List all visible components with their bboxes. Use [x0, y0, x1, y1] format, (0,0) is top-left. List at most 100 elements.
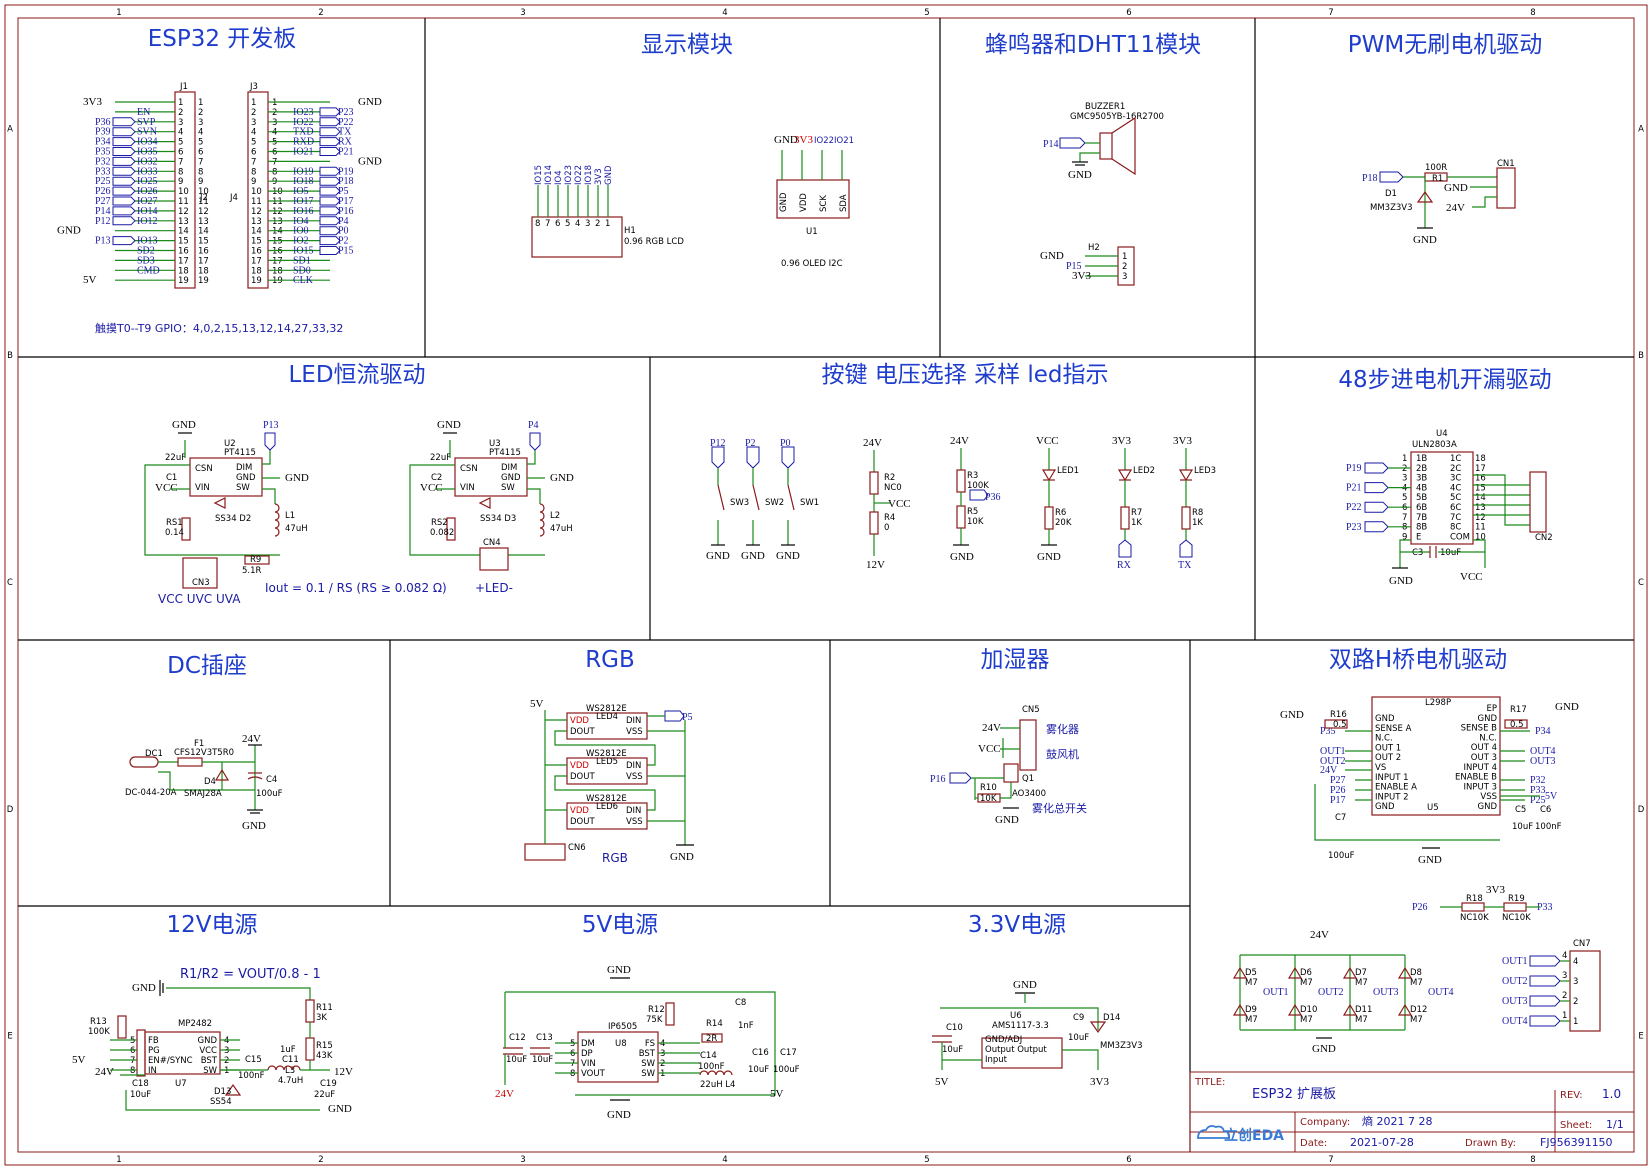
sense-resistor [446, 517, 456, 541]
frame-col-label: 1 [116, 1155, 121, 1165]
r16-val: 0.5 [1333, 720, 1347, 730]
uln-input-label: E [1416, 532, 1421, 542]
net-flag-p36 [969, 489, 989, 501]
mp-pin-number: 2 [224, 1056, 229, 1066]
uln-pin-number: 14 [1475, 493, 1486, 503]
j3-pin-number: 5 [251, 138, 256, 148]
l298-right-pin: SENSE B [1461, 724, 1498, 734]
f1-part: CFS12V3T5R0 [174, 748, 234, 758]
p12v-block: R1/R2 = VOUT/0.8 - 1 MP2482 U7 FB5PG6EN#… [72, 967, 353, 1115]
cn7-pin-number: 3 [1573, 977, 1578, 987]
r1-val: 100R [1425, 163, 1447, 173]
diode-part: M7 [1300, 978, 1313, 988]
net-flag [319, 216, 341, 226]
r15-val: 43K [316, 1051, 333, 1061]
section-title-keys: 按键 电压选择 采样 led指示 [821, 362, 1108, 388]
j4-pin-number: 7 [272, 157, 277, 167]
diode-ref: D7 [1355, 968, 1367, 978]
l3-ref: L3 [285, 1066, 295, 1076]
lcd-pin-number: 2 [595, 219, 600, 229]
ip-pin-number: 6 [570, 1049, 575, 1059]
section-title-stepper: 48步进电机开漏驱动 [1338, 367, 1551, 393]
r2-ref: R2 [884, 473, 895, 483]
p5v-gnd-top: GND [607, 964, 631, 976]
uln-output-label: 4C [1450, 483, 1461, 493]
j1-signal-label: CMD [137, 265, 160, 276]
p33v-gnd: GND [1013, 979, 1037, 991]
c9-val: 10uF [1068, 1033, 1089, 1043]
j3-pin-number: 4 [251, 128, 256, 138]
net-flag [1529, 955, 1561, 967]
j3-signal-label: IO19 [293, 166, 314, 177]
j4-pin-number: 4 [272, 128, 277, 138]
h2-pin-number: 3 [1122, 272, 1127, 282]
r15-ref: R15 [316, 1041, 333, 1051]
c17-ref: C17 [780, 1048, 797, 1058]
net-flag [529, 432, 541, 451]
sheet-label: Sheet: [1560, 1120, 1592, 1131]
j3-signal-label: IO23 [293, 107, 314, 118]
j3-external-net: P19 [338, 166, 354, 177]
net-flag [112, 196, 136, 206]
pin-din: DIN [626, 761, 641, 771]
uln-pin-number: 16 [1475, 474, 1486, 484]
mp-pin-number: 8 [130, 1066, 135, 1076]
stepper-vcc: VCC [1460, 571, 1483, 583]
inductor [274, 503, 280, 537]
dc1-part: DC-044-20A [125, 788, 177, 798]
net-flag [319, 166, 341, 176]
j1-pin-number: 2 [178, 108, 183, 118]
frame-col-label: 7 [1328, 8, 1333, 18]
j1-pin-number: 11 [178, 197, 189, 207]
inductor [539, 503, 545, 537]
j2-pin-number: 2 [198, 108, 203, 118]
j1-signal-label: IO12 [137, 216, 158, 227]
chip-pin-label: CSN [460, 464, 478, 474]
net-flag-p16 [949, 772, 972, 784]
resistor-ref: R7 [1131, 508, 1142, 518]
uln-pin-number: 18 [1475, 454, 1486, 464]
diode-ref: D8 [1410, 968, 1422, 978]
l298-right-pin: OUT 4 [1471, 743, 1497, 753]
led-ref: LED4 [596, 712, 618, 722]
net-flag [711, 446, 725, 469]
resistor [1120, 506, 1130, 530]
chip-part: PT4115 [224, 448, 256, 458]
resistor-r17 [1504, 719, 1528, 729]
humid-label-fan: 鼓风机 [1046, 747, 1079, 761]
j2-ref: J2 [199, 193, 208, 203]
u6-pin-in: Input [985, 1055, 1008, 1065]
p12v-5v: 5V [72, 1054, 86, 1066]
c15-ref: C15 [245, 1055, 262, 1065]
l298-left-pin: VS [1375, 763, 1386, 773]
p5v-5v: 5V [770, 1088, 784, 1100]
j1-external-net: 5V [83, 274, 97, 286]
net-flag-p14 [1059, 137, 1086, 149]
j1-external-net: P12 [95, 216, 111, 227]
hbridge-p33: P33 [1537, 902, 1553, 913]
diode-d13 [224, 1083, 242, 1096]
j4-pin-number: 6 [272, 148, 277, 158]
j4-pin-number: 1 [272, 98, 277, 108]
stepper-net: P22 [1346, 502, 1362, 513]
drawn-value: FJ956391150 [1540, 1136, 1613, 1149]
lcd-pin-net: IO22 [574, 165, 584, 185]
chip-pin-label: CSN [195, 464, 213, 474]
net-label: P4 [528, 420, 539, 431]
l3-val: 4.7uH [278, 1076, 303, 1086]
net-flag [112, 117, 136, 127]
hbridge-3v3: 3V3 [1486, 884, 1505, 896]
cn7-net: OUT1 [1502, 956, 1528, 967]
net-flag [112, 127, 136, 137]
u7-ref: U7 [175, 1079, 187, 1089]
frame-col-label: 3 [520, 1155, 525, 1165]
key-net: P12 [710, 438, 726, 449]
frame-row-label: E [1638, 1032, 1643, 1042]
diode-ref: D9 [1245, 1005, 1257, 1015]
c7-val: 100uF [1328, 851, 1355, 861]
cn7-pin-number: 4 [1573, 957, 1578, 967]
ws2812-part: WS2812E [586, 794, 627, 804]
wire [1473, 494, 1530, 506]
j1-signal-label: IO26 [137, 186, 158, 197]
rs-value: 0.14 [165, 528, 184, 538]
